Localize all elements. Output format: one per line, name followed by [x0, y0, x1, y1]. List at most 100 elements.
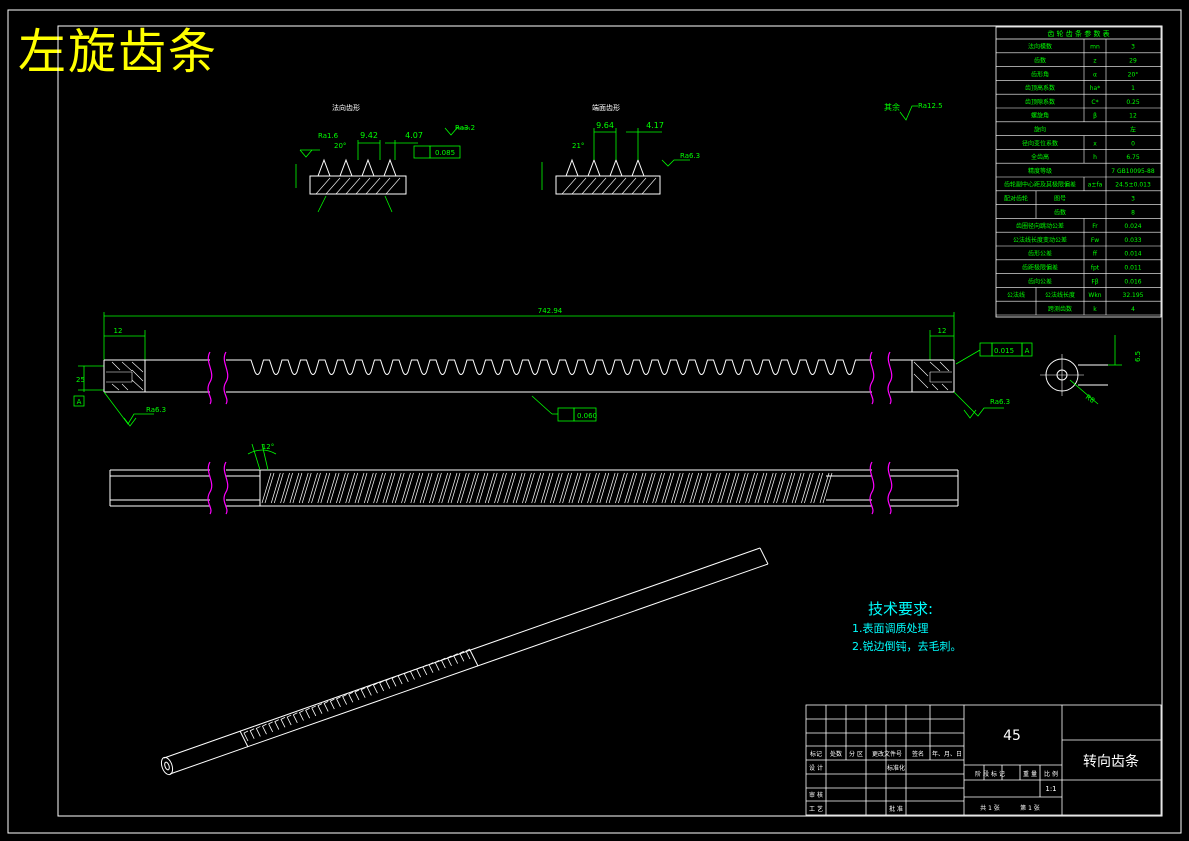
helix-tooth-line: [394, 472, 405, 504]
helix-tooth-line: [683, 472, 693, 504]
helix-angle: 12°: [262, 443, 274, 451]
iso-tooth: [403, 671, 409, 682]
helix-tooth-line: [673, 472, 684, 504]
helix-tooth-line: [645, 472, 656, 504]
iso-tooth: [286, 714, 292, 726]
helix-tooth-line: [404, 472, 414, 504]
table-param-symbol: ff: [1093, 251, 1098, 258]
title-block-text: 45 转向齿条 1:1 标记 处数 分 区 更改文件号 签名 年、月、日 设 计…: [809, 728, 1139, 813]
end-section-label: 端面齿形: [592, 103, 620, 112]
iso-tooth: [366, 685, 372, 696]
table-param-name: 齿形角: [1031, 70, 1049, 78]
table-param-value: 32.195: [1123, 292, 1144, 299]
ra-left: Ra6.3: [146, 406, 166, 414]
helix-tooth-line: [615, 472, 625, 504]
iso-tooth: [379, 680, 385, 692]
runout: 0.015: [994, 347, 1014, 355]
helix-tooth-line: [410, 472, 421, 504]
table-param-name: 齿向公差: [1028, 277, 1052, 285]
helix-tooth-line: [329, 472, 340, 504]
helix-tooth-line: [720, 472, 731, 504]
iso-tooth: [348, 691, 354, 703]
helix-tooth-line: [478, 472, 489, 504]
iso-tooth: [274, 719, 280, 730]
iso-tooth: [311, 705, 317, 717]
iso-tooth: [446, 655, 452, 667]
table-param-symbol: α: [1093, 71, 1097, 78]
helix-tooth-line: [413, 472, 424, 504]
helix-tooth-line: [711, 472, 721, 504]
helix-tooth-line: [785, 472, 796, 504]
helix-tooth-line: [497, 472, 507, 504]
helix-tooth-line: [373, 472, 383, 504]
rack-isometric-view: [160, 547, 769, 776]
helix-tooth-line: [336, 472, 346, 504]
dim-tooth-normal: 4.07: [405, 131, 423, 140]
dim-right-end: 12: [938, 327, 947, 335]
table-param-symbol: ha*: [1090, 85, 1100, 92]
helix-tooth-line: [264, 472, 275, 504]
table-param-value: 29: [1129, 57, 1137, 64]
helix-tooth-line: [692, 472, 703, 504]
table-param-symbol: z: [1093, 57, 1096, 64]
helix-tooth-line: [363, 472, 374, 504]
table-param-value: 0.024: [1124, 223, 1141, 230]
helix-tooth-line: [531, 472, 542, 504]
helical-teeth: [261, 472, 833, 504]
helix-tooth-line: [670, 472, 681, 504]
dim-hole: R8: [1084, 393, 1096, 405]
table-param-name: 全齿高: [1031, 153, 1049, 161]
label-craft: 工 艺: [809, 805, 823, 813]
helix-tooth-line: [487, 472, 498, 504]
table-param-symbol: Fw: [1091, 237, 1099, 244]
header-date: 年、月、日: [932, 750, 962, 758]
helix-tooth-line: [357, 472, 368, 504]
helix-tooth-line: [652, 472, 662, 504]
table-param-value: 20°: [1128, 71, 1139, 78]
table-param-value: 12: [1129, 113, 1137, 120]
helix-tooth-line: [466, 472, 476, 504]
straightness: 0.060: [577, 412, 597, 420]
helix-tooth-line: [289, 472, 300, 504]
helix-tooth-line: [608, 472, 619, 504]
dim-left-end: 12: [114, 327, 123, 335]
helix-tooth-line: [636, 472, 647, 504]
iso-tooth: [360, 687, 366, 698]
table-param-name: 齿轮副中心距及其极限偏差: [1004, 181, 1076, 189]
helix-tooth-line: [587, 472, 597, 504]
remaining-label: 其余: [884, 102, 900, 112]
helix-tooth-line: [540, 472, 551, 504]
helix-tooth-line: [590, 472, 600, 504]
helix-tooth-line: [429, 472, 439, 504]
helix-tooth-line: [773, 472, 783, 504]
table-param-symbol: β: [1093, 113, 1097, 120]
helix-tooth-line: [580, 472, 591, 504]
helix-tooth-line: [791, 472, 802, 504]
table-param-symbol: a±fa: [1088, 182, 1103, 189]
table-param-name: 齿数: [1034, 56, 1046, 64]
helix-tooth-line: [717, 472, 728, 504]
table-param-value: 1: [1131, 85, 1135, 92]
rack-top-view: 12°: [109, 443, 959, 515]
isometric-teeth: [243, 648, 471, 742]
table-param-name: 齿圈径向跳动公差: [1016, 222, 1064, 230]
table-param-name: 径向变位系数: [1022, 139, 1058, 147]
helix-tooth-line: [484, 472, 495, 504]
helix-tooth-line: [661, 472, 672, 504]
helix-tooth-line: [292, 472, 303, 504]
table-param-symbol: x: [1093, 140, 1097, 147]
helix-tooth-line: [689, 472, 700, 504]
table-header: 齿 轮 齿 条 参 数 表: [1047, 29, 1109, 38]
iso-tooth: [422, 664, 428, 676]
iso-tooth: [261, 723, 267, 735]
helix-tooth-line: [708, 472, 718, 504]
helix-tooth-line: [633, 472, 644, 504]
helix-tooth-line: [308, 472, 318, 504]
label-sheets: 共 1 张: [980, 804, 1000, 812]
helix-tooth-line: [571, 472, 582, 504]
table-param-value: 左: [1130, 125, 1136, 133]
ra-normal-2: Ra3.2: [455, 124, 475, 132]
rack-front-view: 742.94 12 12 25: [73, 307, 1033, 427]
ra-right: Ra6.3: [990, 398, 1010, 406]
helix-tooth-line: [348, 472, 359, 504]
